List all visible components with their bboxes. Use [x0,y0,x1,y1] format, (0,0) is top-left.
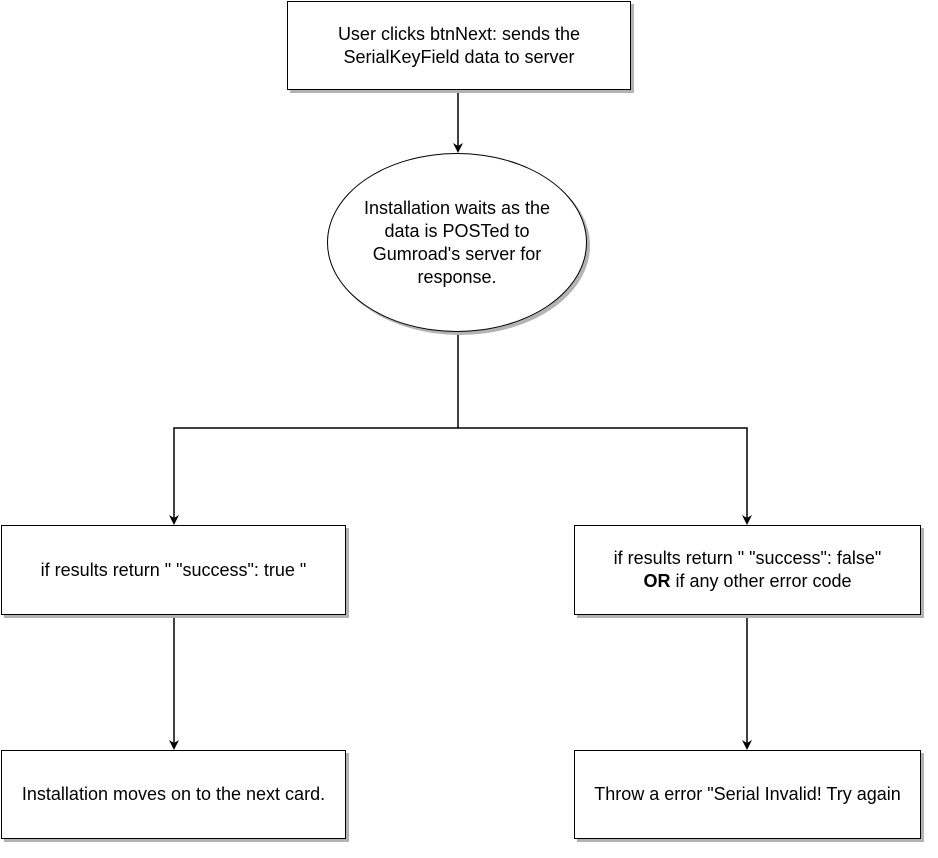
node-success-true: if results return " "success": true " [1,525,346,615]
node-throw-error: Throw a error "Serial Invalid! Try again [574,750,921,839]
node-moves-to-next-card: Installation moves on to the next card. [1,750,346,839]
node-success-true-label: if results return " "success": true " [40,559,307,580]
node-failure-line2: if any other error code [670,571,852,591]
node-failure-or-keyword: OR [643,571,671,591]
node-success-false-or-error-label: if results return " "success": false" OR… [614,547,882,593]
edge-wait-to-success [169,427,458,525]
node-moves-to-next-card-label: Installation moves on to the next card. [21,784,326,804]
node-throw-error-label: Throw a error "Serial Invalid! Try again [594,784,901,804]
node-user-clicks-next-label: User clicks btnNext: sends the SerialKey… [337,23,581,67]
node-success-false-or-error: if results return " "success": false" OR… [574,525,921,615]
node-user-clicks-next: User clicks btnNext: sends the SerialKey… [287,1,631,90]
node-installation-waits: Installation waits as the data is POSTed… [327,153,587,332]
edge-wait-to-failure [458,427,752,525]
node-failure-line1: if results return " "success": false" [613,548,882,568]
node-installation-waits-label: Installation waits as the data is POSTed… [363,197,551,287]
